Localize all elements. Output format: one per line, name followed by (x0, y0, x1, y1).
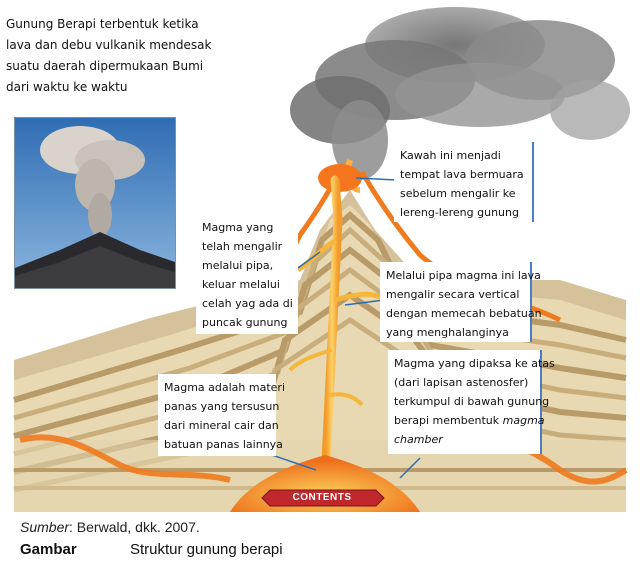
callout-crater: Kawah ini menjadi tempat lava bermuara s… (394, 142, 534, 222)
callout-line: keluar melalui (202, 278, 280, 291)
callout-line: Magma yang (202, 221, 274, 234)
source-text: : Berwald, dkk. 2007. (69, 519, 200, 535)
callout-text: berapi membentuk (394, 414, 500, 427)
callout-magma: Magma adalah materi panas yang tersusun … (158, 374, 286, 456)
callout-line: mengalir secara vertical (386, 288, 520, 301)
eruption-photo (15, 118, 175, 288)
callout-line: celah yag ada di (202, 297, 293, 310)
eruption-photo-frame (14, 117, 176, 289)
callout-line: dengan memecah bebatuan (386, 307, 542, 320)
contents-badge-label[interactable]: CONTENTS (292, 492, 352, 503)
callout-line: sebelum mengalir ke (400, 187, 516, 200)
callout-outflow: Magma yang telah mengalir melalui pipa, … (196, 214, 298, 334)
callout-line: telah mengalir (202, 240, 283, 253)
callout-line: berapi membentuk magma (394, 411, 545, 430)
callout-line: melalui pipa, (202, 259, 274, 272)
intro-line: suatu daerah dipermukaan Bumi (6, 59, 204, 73)
callout-line: lereng-lereng gunung (400, 206, 519, 219)
callout-line: Magma adalah materi (164, 381, 286, 394)
smoke-plume (290, 7, 630, 180)
callout-line: tempat lava bermuara (400, 168, 524, 181)
contents-badge[interactable] (261, 489, 385, 507)
callout-line: yang menghalanginya (386, 326, 509, 339)
callout-line: dari mineral cair dan (164, 419, 279, 432)
crater (318, 164, 362, 192)
callout-line: (dari lapisan astenosfer) (394, 376, 529, 389)
callout-line: Melalui pipa magma ini lava (386, 269, 541, 282)
callout-line: puncak gunung (202, 316, 288, 329)
intro-line: lava dan debu vulkanik mendesak (6, 38, 212, 52)
caption-text: Struktur gunung berapi (130, 541, 283, 558)
callout-line: batuan panas lainnya (164, 438, 283, 451)
source-label: Sumber (20, 519, 70, 535)
intro-line: Gunung Berapi terbentuk ketika (6, 17, 199, 31)
source-credit: Sumber: Berwald, dkk. 2007. (20, 519, 200, 535)
caption-label: Gambar (20, 541, 77, 558)
callout-magma-chamber: Magma yang dipaksa ke atas (dari lapisan… (388, 350, 555, 454)
callout-line: panas yang tersusun (164, 400, 280, 413)
callout-italic-term: chamber (394, 433, 443, 446)
callout-pipe: Melalui pipa magma ini lava mengalir sec… (380, 262, 542, 342)
callout-line: Magma yang dipaksa ke atas (394, 357, 555, 370)
intro-line: dari waktu ke waktu (6, 80, 128, 94)
callout-italic-term: magma (502, 414, 545, 427)
figure-caption: Gambar Struktur gunung berapi (20, 541, 283, 558)
callout-line: terkumpul di bawah gunung (394, 395, 550, 408)
intro-text: Gunung Berapi terbentuk ketika lava dan … (6, 14, 212, 98)
callout-line: Kawah ini menjadi (400, 149, 501, 162)
